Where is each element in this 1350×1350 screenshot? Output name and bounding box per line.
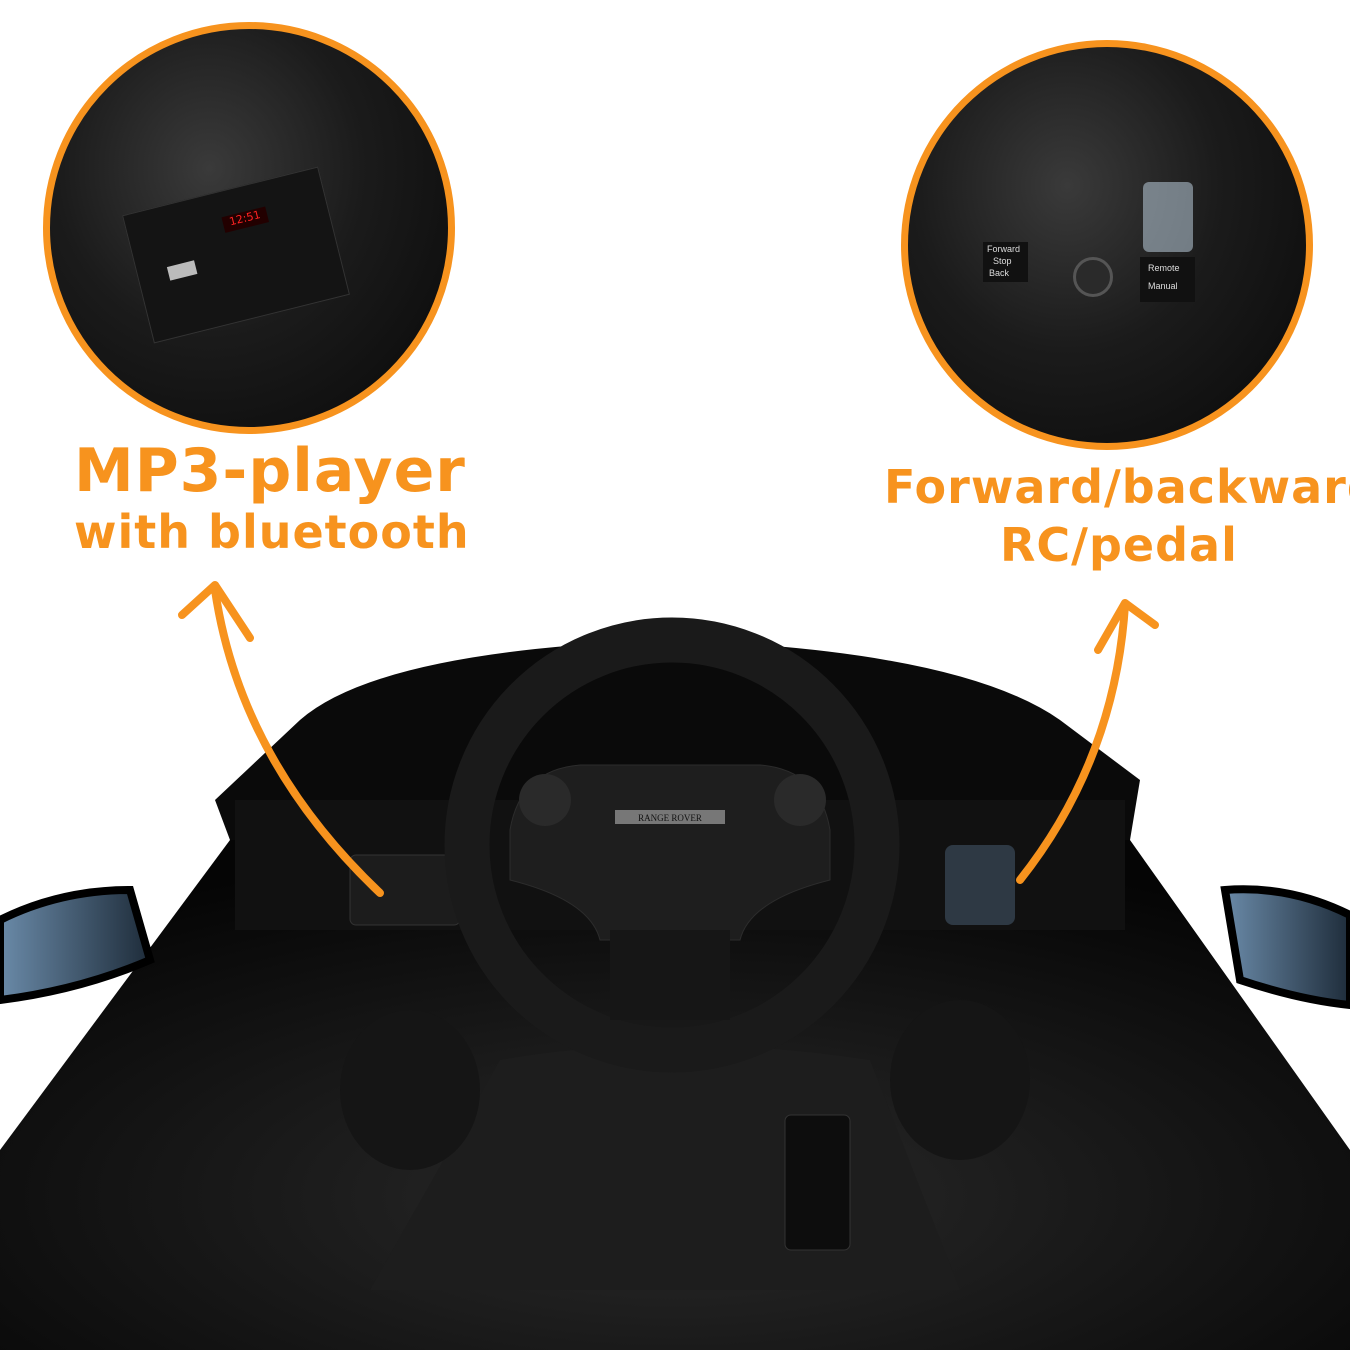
car-badge: RANGE ROVER: [638, 813, 702, 823]
mode-label: Remote: [1148, 263, 1180, 273]
seat-right: [890, 1000, 1030, 1160]
rc-pedal-closeup-photo: Forward Stop Back Remote Manual: [901, 40, 1313, 450]
car-hood: [215, 640, 1140, 840]
switch-cover: [1143, 182, 1193, 252]
remote-switch: [945, 845, 1015, 925]
seat-left: [340, 1010, 480, 1170]
arrow-left: [178, 581, 384, 897]
switch-label: Stop: [993, 256, 1012, 266]
mirror-right: [1220, 885, 1350, 1010]
rc-callout-subtitle: RC/pedal: [1000, 518, 1238, 572]
arrow-right: [1016, 599, 1159, 884]
pedal: [784, 1114, 851, 1251]
steering-hub: [509, 764, 831, 941]
direction-switch: Forward Stop Back: [983, 242, 1028, 282]
switch-label: Back: [989, 268, 1010, 278]
switch-label: Forward: [987, 244, 1021, 254]
mirror-left: [0, 885, 155, 1005]
mode-label: Manual: [1148, 281, 1178, 291]
mp3-callout-title: MP3-player: [74, 436, 466, 506]
mp3-panel: [349, 854, 461, 926]
wheel-button-right: [774, 774, 826, 826]
rc-callout-title: Forward/backward: [884, 460, 1350, 514]
mp3-closeup-photo: 12:51: [43, 22, 455, 434]
mp3-callout-subtitle: with bluetooth: [74, 505, 470, 559]
steering-wheel: [444, 617, 900, 1073]
usb-port-icon: [166, 260, 198, 281]
key-ignition-icon: [1073, 257, 1113, 297]
wheel-spoke: [610, 930, 730, 1020]
mp3-module: 12:51: [122, 166, 350, 344]
badge-plate: [615, 810, 725, 824]
mode-switch: Remote Manual: [1140, 257, 1195, 302]
mp3-display: 12:51: [221, 206, 270, 233]
wheel-button-left: [519, 774, 571, 826]
